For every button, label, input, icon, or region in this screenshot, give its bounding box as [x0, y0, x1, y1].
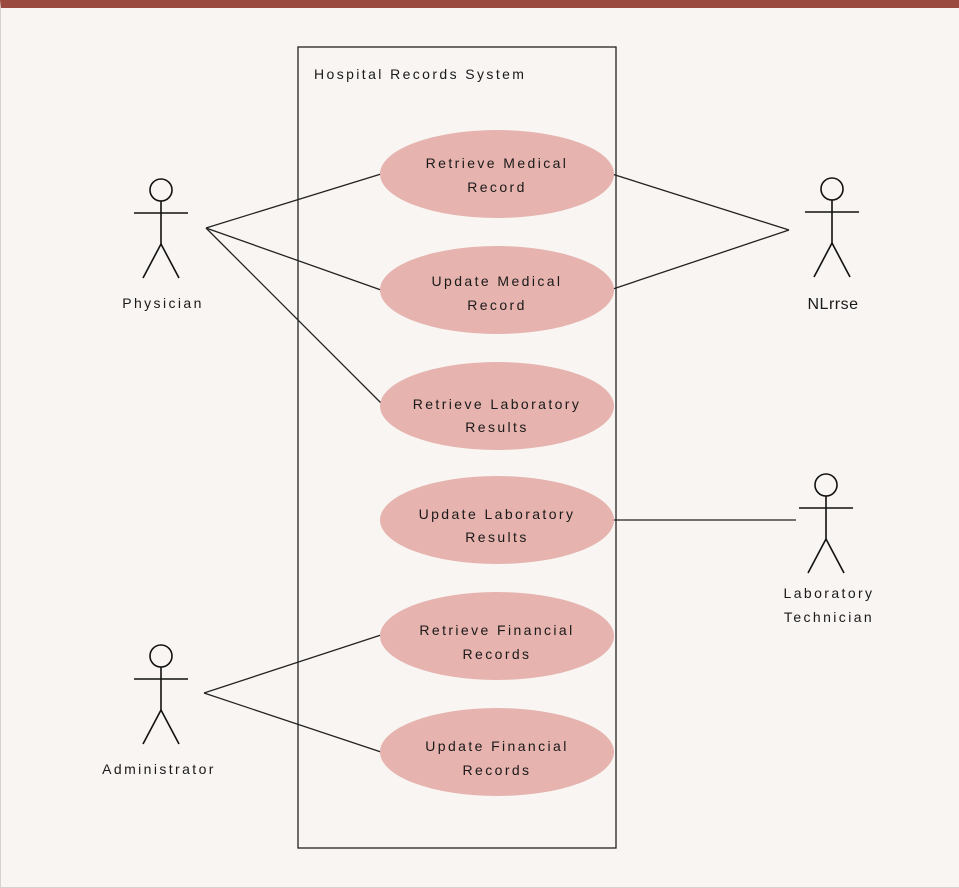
use-case-label: Retrieve Medical — [426, 155, 569, 171]
use-case-label: Records — [463, 762, 532, 778]
use-case-ellipse — [380, 592, 614, 680]
use-case-update-financial-records[interactable]: Update Financial Records — [380, 708, 614, 796]
system-title: Hospital Records System — [314, 66, 526, 82]
use-case-label: Record — [467, 297, 527, 313]
use-case-retrieve-laboratory-results[interactable]: Retrieve Laboratory Results — [380, 362, 614, 450]
actor-label: NLrrse — [807, 296, 858, 313]
actor-label: Physician — [122, 295, 204, 311]
use-case-label: Results — [465, 419, 528, 435]
use-case-update-laboratory-results[interactable]: Update Laboratory Results — [380, 476, 614, 564]
assoc-nurse-retrieve-medical — [611, 173, 790, 231]
actor-physician[interactable]: Physician — [122, 178, 204, 311]
use-case-ellipse — [380, 362, 614, 450]
assoc-admin-update-financial — [203, 692, 382, 753]
use-case-ellipse — [380, 708, 614, 796]
stick-figure-icon — [134, 178, 188, 279]
assoc-physician-update-medical — [205, 227, 382, 291]
actor-label: Laboratory — [784, 585, 875, 601]
actor-label: Administrator — [102, 761, 216, 777]
actor-label: Technician — [784, 609, 874, 625]
assoc-nurse-update-medical — [609, 229, 790, 291]
use-case-ellipse — [380, 246, 614, 334]
stick-figure-icon — [134, 644, 188, 745]
assoc-physician-retrieve-lab — [205, 227, 382, 404]
use-case-retrieve-medical-record[interactable]: Retrieve Medical Record — [380, 130, 614, 218]
assoc-admin-retrieve-financial — [203, 634, 382, 694]
use-case-diagram: Hospital Records System Retrieve Medical… — [102, 46, 875, 849]
use-case-label: Records — [463, 646, 532, 662]
actor-administrator[interactable]: Administrator — [102, 644, 216, 777]
use-case-ellipse — [380, 476, 614, 564]
use-case-retrieve-financial-records[interactable]: Retrieve Financial Records — [380, 592, 614, 680]
associations — [203, 173, 796, 753]
use-case-label: Update Financial — [425, 738, 568, 754]
use-case-ellipse — [380, 130, 614, 218]
use-case-label: Update Medical — [432, 273, 563, 289]
stick-figure-icon — [799, 473, 853, 574]
use-case-label: Update Laboratory — [419, 506, 576, 522]
use-case-label: Record — [467, 179, 527, 195]
actor-laboratory-technician[interactable]: Laboratory Technician — [784, 473, 875, 625]
use-case-label: Results — [465, 529, 528, 545]
assoc-physician-retrieve-medical — [205, 173, 382, 229]
actor-nurse[interactable]: NLrrse — [805, 177, 859, 313]
use-case-label: Retrieve Laboratory — [413, 396, 582, 412]
system-boundary — [297, 46, 617, 849]
use-case-update-medical-record[interactable]: Update Medical Record — [380, 246, 614, 334]
use-case-label: Retrieve Financial — [419, 622, 574, 638]
stick-figure-icon — [805, 177, 859, 278]
